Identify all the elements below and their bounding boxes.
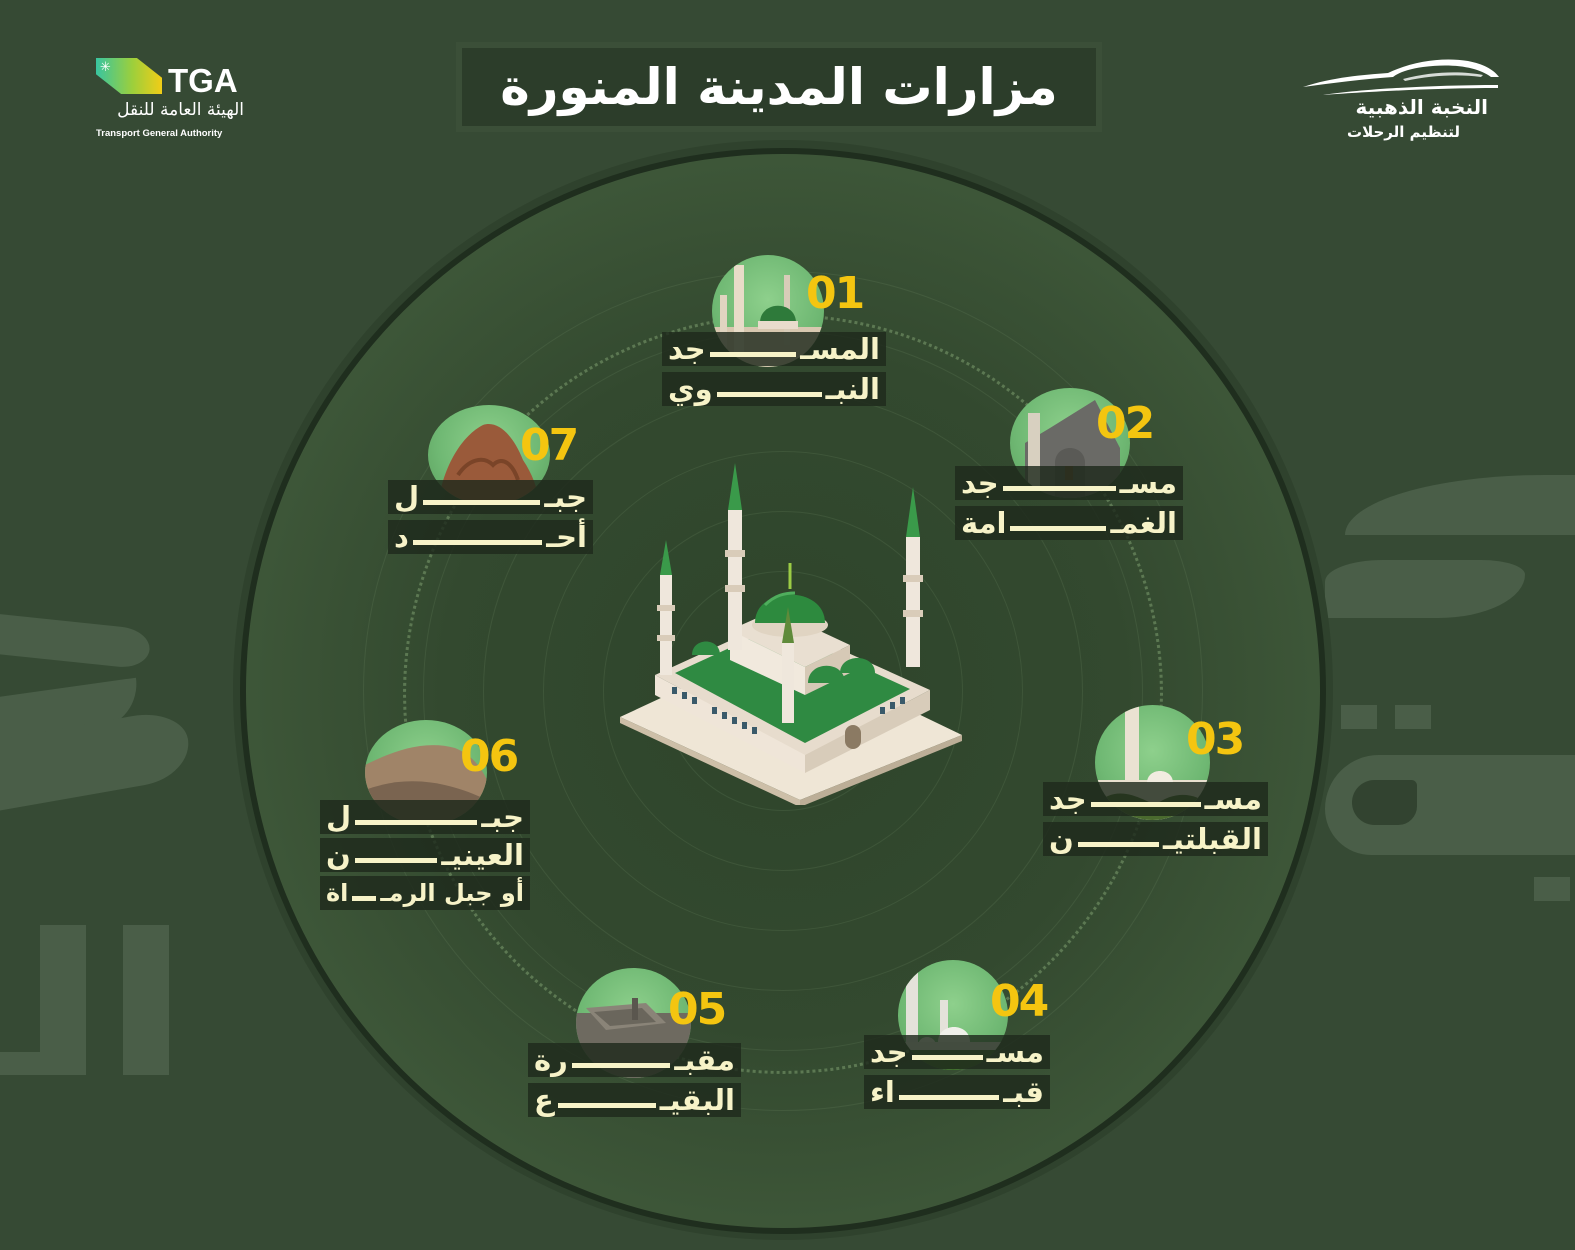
stop-number: 02 [1096, 398, 1155, 449]
stop-number: 07 [520, 420, 579, 471]
title-banner: مزارات المدينة المنورة [462, 48, 1096, 126]
palm-sword-icon: ✳ [100, 60, 111, 75]
page-title: مزارات المدينة المنورة [500, 58, 1058, 116]
brand-logo: النخبة الذهبية لتنظيم الرحلات [1285, 55, 1500, 150]
tga-wordmark: TGA [168, 62, 238, 99]
stop-number: 06 [460, 731, 519, 782]
watermark-shape [1395, 705, 1431, 729]
brand-subtitle: لتنظيم الرحلات [1347, 123, 1460, 141]
brand-name: النخبة الذهبية [1355, 95, 1488, 119]
tga-english-name: Transport General Authority [96, 128, 223, 139]
watermark-shape [1325, 560, 1525, 618]
stop-number: 03 [1186, 714, 1245, 765]
watermark-shape [123, 925, 169, 1075]
watermark-shape [1534, 877, 1570, 901]
tga-logo: ✳ TGA الهيئة العامة للنقل Transport Gene… [96, 58, 246, 146]
watermark-shape [0, 610, 152, 670]
stop-number: 01 [806, 268, 865, 319]
tga-arabic-name: الهيئة العامة للنقل [117, 100, 244, 120]
watermark-shape [1345, 475, 1575, 535]
watermark-shape [0, 1052, 86, 1075]
car-silhouette-icon [1303, 59, 1499, 95]
prophets-mosque-illustration [620, 463, 962, 805]
watermark-shape [1352, 780, 1417, 825]
watermark-shape [40, 925, 86, 1075]
watermark-shape [1341, 705, 1377, 729]
stop-number: 04 [990, 976, 1049, 1027]
stop-number: 05 [668, 984, 727, 1035]
